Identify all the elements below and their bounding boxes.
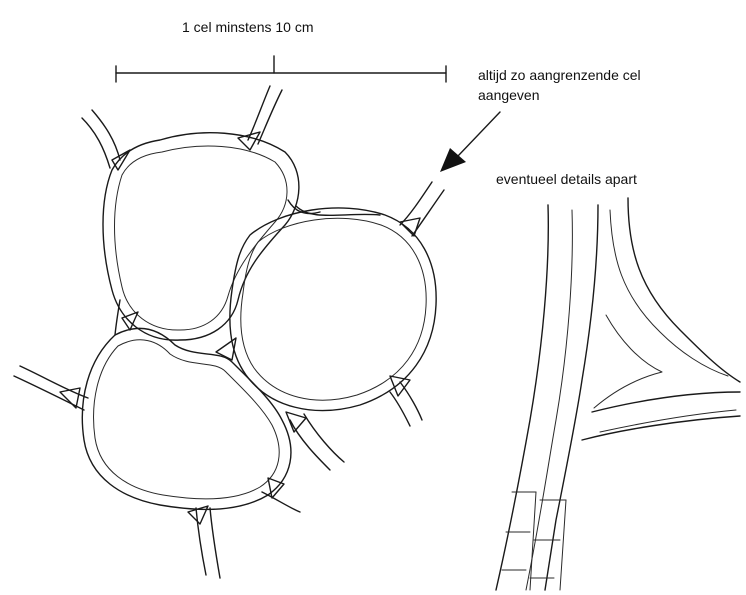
detail-drawing [496, 198, 740, 590]
scale-bar [116, 56, 446, 82]
cell-walls [14, 86, 444, 578]
cell-bottom-left [82, 328, 291, 509]
arrow-icon [440, 112, 500, 172]
cell-top-left [103, 133, 299, 340]
